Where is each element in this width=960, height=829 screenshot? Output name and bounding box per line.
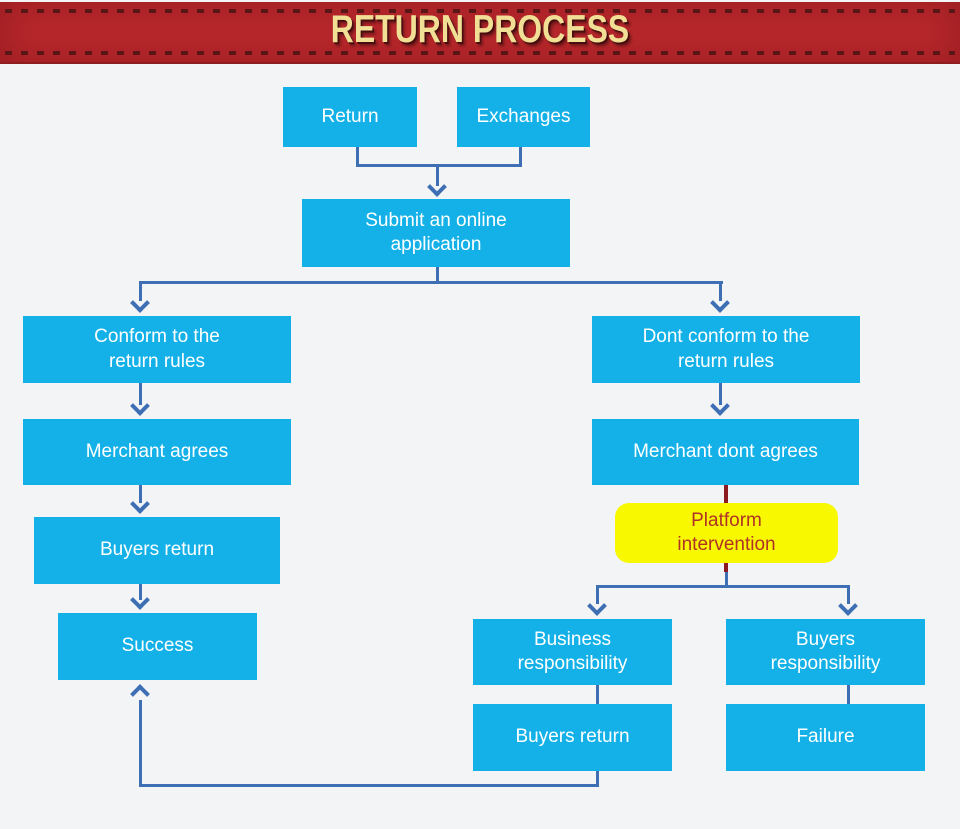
arrowhead-down-icon (587, 596, 607, 616)
node-exchanges: Exchanges (457, 87, 590, 147)
node-return: Return (283, 87, 417, 147)
connector-line-red (724, 563, 728, 572)
arrowhead-down-icon (710, 396, 730, 416)
node-merchant-agrees: Merchant agrees (23, 419, 291, 485)
connector-line (847, 585, 850, 604)
node-platform-intervention: Platform intervention (615, 503, 838, 563)
connector-line (596, 771, 599, 787)
node-business-responsibility: Business responsibility (473, 619, 672, 685)
node-success: Success (58, 613, 257, 680)
connector-line (139, 784, 599, 787)
dashed-border-top (5, 9, 955, 13)
node-buyers-return: Buyers return (473, 704, 672, 771)
arrowhead-up-icon (130, 684, 150, 704)
node-merchant-dont-agrees: Merchant dont agrees (592, 419, 859, 485)
connector-line (436, 267, 439, 284)
connector-line (139, 700, 142, 787)
connector-line (436, 164, 439, 186)
arrowhead-down-icon (838, 596, 858, 616)
connector-line (139, 281, 142, 301)
page-title: RETURN PROCESS (330, 8, 630, 52)
connector-line (356, 164, 522, 167)
node-buyers-return: Buyers return (34, 517, 280, 584)
arrowhead-down-icon (710, 293, 730, 313)
connector-line (519, 147, 522, 165)
connector-line (596, 585, 599, 604)
node-failure: Failure (726, 704, 925, 771)
dashed-border-bottom (5, 51, 955, 55)
arrowhead-down-icon (130, 494, 150, 514)
node-dont-conform-rules: Dont conform to the return rules (592, 316, 860, 383)
connector-line (139, 584, 142, 600)
arrowhead-down-icon (130, 590, 150, 610)
node-submit-application: Submit an online application (302, 199, 570, 267)
connector-line (847, 685, 850, 704)
arrowhead-down-icon (130, 293, 150, 313)
node-buyers-responsibility: Buyers responsibility (726, 619, 925, 685)
node-conform-rules: Conform to the return rules (23, 316, 291, 383)
connector-line (139, 485, 142, 503)
arrowhead-down-icon (427, 177, 447, 197)
connector-line (139, 281, 723, 284)
connector-line (719, 281, 722, 301)
arrowhead-down-icon (130, 396, 150, 416)
connector-line-red (724, 485, 728, 503)
connector-line (725, 563, 728, 587)
connector-line (596, 585, 850, 588)
connector-line (719, 383, 722, 405)
connector-line (596, 685, 599, 704)
connector-line (139, 383, 142, 405)
title-banner: RETURN PROCESS (0, 2, 960, 64)
connector-line (356, 147, 359, 165)
